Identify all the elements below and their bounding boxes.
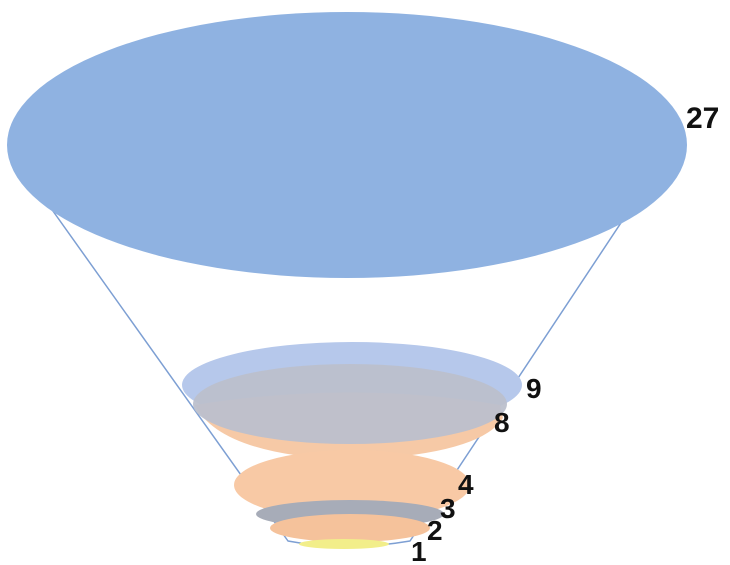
level-label-1: 1	[411, 536, 427, 565]
level-8-inner-shadow	[193, 364, 507, 444]
level-2-ellipse	[270, 514, 430, 542]
level-label-27: 27	[686, 102, 719, 135]
level-label-2: 2	[427, 515, 443, 546]
level-4-ellipse	[234, 450, 470, 520]
level-1-ellipse	[299, 539, 389, 549]
level-27-ellipse	[7, 12, 687, 278]
level-label-9: 9	[526, 373, 542, 404]
level-label-3: 3	[440, 493, 456, 524]
level-label-4: 4	[458, 469, 474, 500]
level-label-8: 8	[494, 407, 510, 438]
